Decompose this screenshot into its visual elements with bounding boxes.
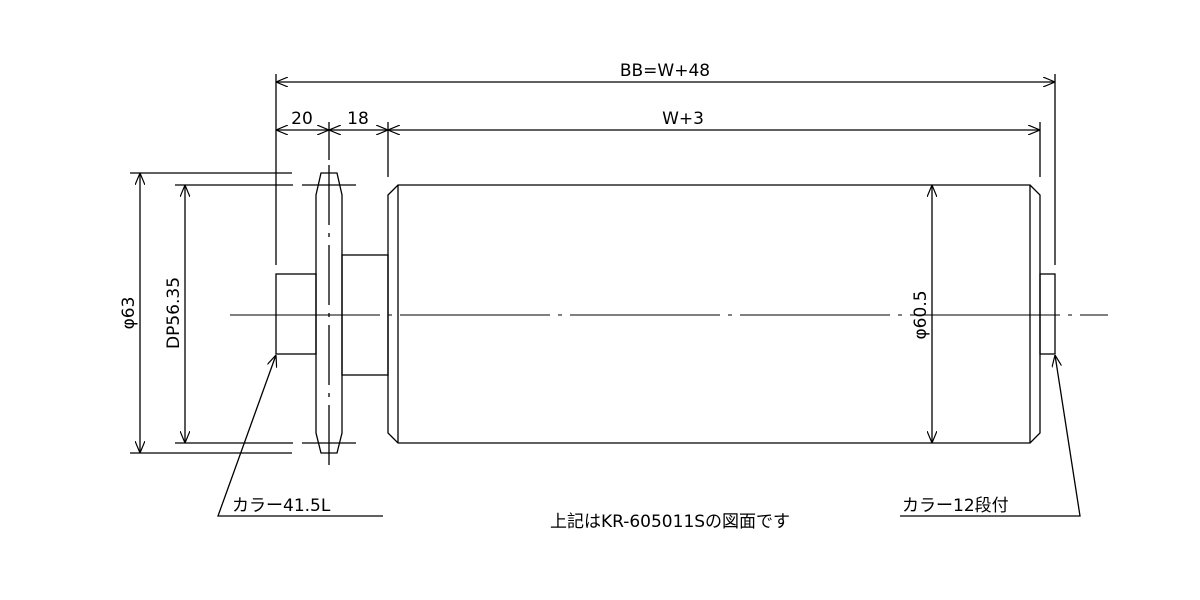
right-collar <box>1039 273 1056 355</box>
callout-right-collar: カラー12段付 <box>902 496 1009 516</box>
callout-left-collar: カラー41.5L <box>232 496 331 516</box>
dim-overall: BB=W+48 <box>620 61 710 81</box>
sprocket <box>315 172 343 454</box>
tube <box>387 184 1041 444</box>
drawing-note: 上記はKR-605011Sの図面です <box>550 512 790 532</box>
dim-collar-width: 20 <box>291 109 313 129</box>
left-leader <box>217 355 383 517</box>
extension-lines <box>130 74 1056 454</box>
dim-pitch-diameter: DP56.35 <box>164 277 184 349</box>
left-collar <box>275 273 317 355</box>
right-leader <box>900 355 1081 517</box>
dim-tube-length: W+3 <box>662 109 704 129</box>
dim-hub-width: 18 <box>347 109 369 129</box>
roller-body <box>275 172 1056 454</box>
dimension-lines <box>140 82 1055 453</box>
dim-sprocket-outer: φ63 <box>119 297 139 330</box>
